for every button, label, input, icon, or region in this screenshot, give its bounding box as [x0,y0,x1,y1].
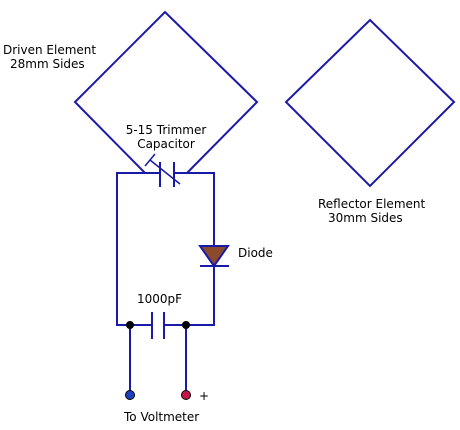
capacitor-value-label: 1000pF [137,292,183,306]
diode-symbol [198,245,230,268]
driven-element-loop [73,10,259,174]
wire-top-left [116,172,160,326]
driven-element-title: Driven Element [3,43,97,57]
reflector-element-loop [284,18,456,188]
driven-element-size: 28mm Sides [10,57,85,71]
reflector-element-title: Reflector Element [318,197,426,211]
reflector-element-size: 30mm Sides [328,211,403,225]
junction-dot-left [126,321,134,329]
diode-label: Diode [238,246,273,260]
voltmeter-terminal-positive [181,390,191,400]
junction-dot-right [182,321,190,329]
trimmer-capacitor-title: 5-15 Trimmer [125,123,207,137]
trimmer-capacitor-subtitle: Capacitor [137,137,195,151]
reflector-element-label: Reflector Element 30mm Sides [318,197,425,225]
trimmer-capacitor-symbol [144,153,181,187]
bypass-capacitor-symbol [151,312,165,339]
wire-diode-bottom [164,266,215,326]
trimmer-arrow-cap [144,153,156,167]
driven-element-label: Driven Element 28mm Sides [3,43,96,71]
positive-sign: + [199,389,210,403]
voltmeter-label: To Voltmeter [124,410,200,424]
circuit-wires [116,172,215,395]
diode-triangle [198,245,230,268]
trimmer-capacitor-label: 5-15 Trimmer Capacitor [120,123,212,151]
wire-top-right [174,172,215,246]
voltmeter-terminal-negative [125,390,135,400]
trimmer-arrow-line [149,159,181,185]
